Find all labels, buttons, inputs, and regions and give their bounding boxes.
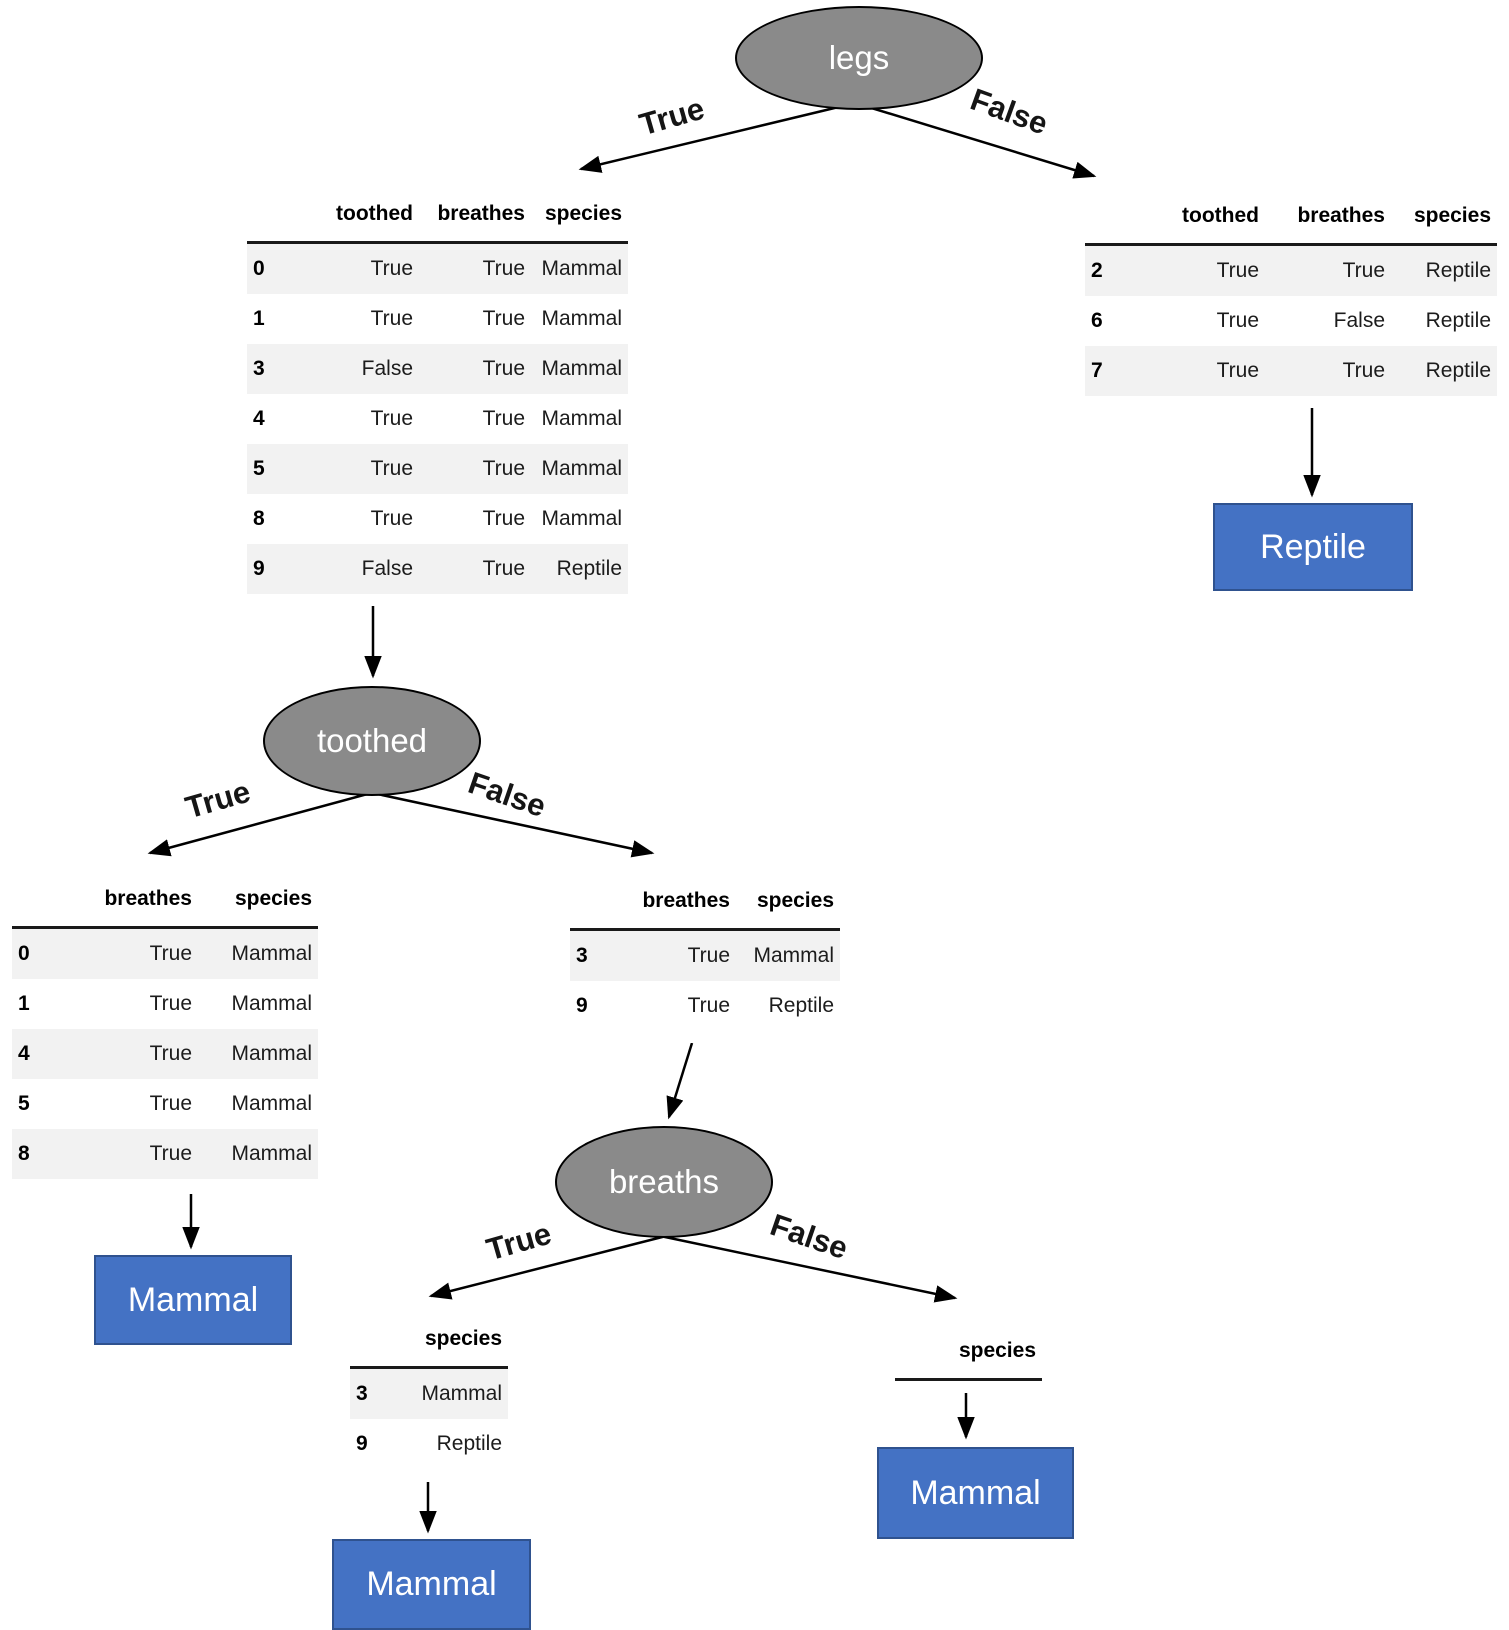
leaf-mammal-right-label: Mammal xyxy=(910,1473,1041,1512)
leaf-mammal-center: Mammal xyxy=(332,1539,531,1630)
decision-node-legs-label: legs xyxy=(828,39,890,76)
edge-toothed-true xyxy=(147,787,387,857)
edge-legs-false xyxy=(841,97,1097,179)
leaf-mammal-left: Mammal xyxy=(94,1255,292,1345)
table-breaths-false-wrap: species xyxy=(883,1320,1072,1394)
edge-breaths-true xyxy=(428,1231,679,1300)
leaf-mammal-left-label: Mammal xyxy=(127,1280,259,1319)
leaf-mammal-center-label: Mammal xyxy=(366,1565,497,1603)
edge-breaths-false xyxy=(645,1231,958,1303)
decision-node-breaths-label: breaths xyxy=(608,1163,720,1200)
edge-table-to-breaths xyxy=(666,1042,694,1120)
leaf-mammal-right: Mammal xyxy=(877,1447,1074,1539)
decision-node-toothed-label: toothed xyxy=(316,722,428,759)
decision-node-legs: legs xyxy=(735,6,983,110)
edge-legs-true xyxy=(578,97,873,173)
decision-node-breaths: breaths xyxy=(555,1126,773,1238)
leaf-reptile: Reptile xyxy=(1213,503,1413,591)
decision-node-toothed: toothed xyxy=(263,686,481,796)
edge-toothed-false xyxy=(353,787,655,858)
leaf-reptile-label: Reptile xyxy=(1260,527,1366,566)
table-breaths-false: species xyxy=(895,1326,1042,1382)
